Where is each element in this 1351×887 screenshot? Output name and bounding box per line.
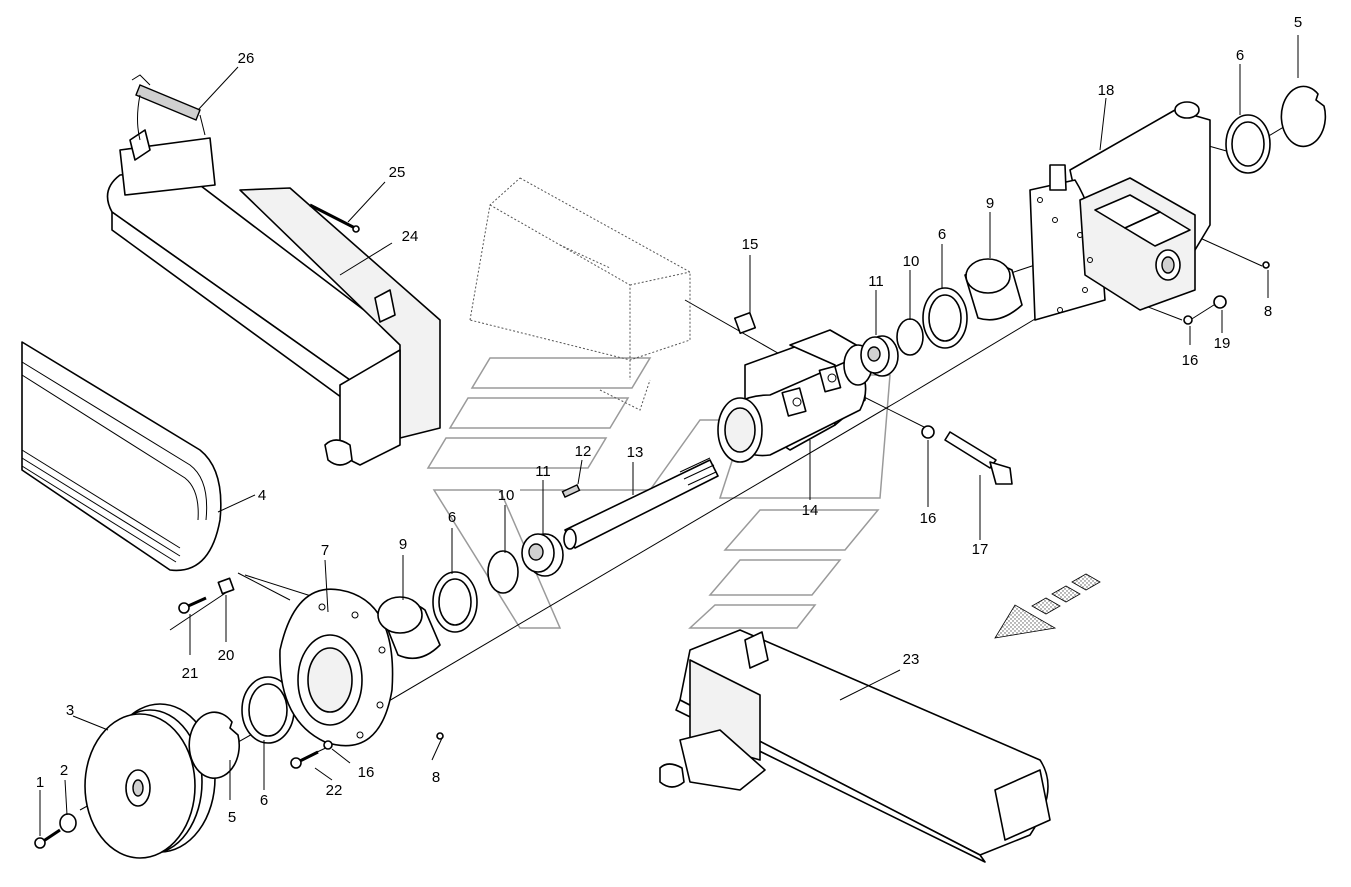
label-part-4: 4 [258,487,266,504]
machine-frame-ghost [469,177,691,411]
label-part-21: 21 [182,665,199,682]
label-part-16-lower: 16 [358,764,375,781]
circlip-top [1280,85,1327,148]
label-part-2: 2 [60,762,68,779]
upper-guard [106,129,441,466]
label-part-6-top: 6 [1236,47,1244,64]
label-part-10-upper: 10 [903,253,920,270]
label-part-6-middle: 6 [448,509,456,526]
label-part-20: 20 [218,647,235,664]
seal-ring-upper [922,287,968,349]
label-part-1: 1 [36,774,44,791]
label-part-22: 22 [326,782,343,799]
leader-lines [39,35,1299,836]
label-part-13: 13 [627,444,644,461]
tension-spring [131,74,206,141]
label-part-26: 26 [238,50,255,67]
label-part-6-upper: 6 [938,226,946,243]
bearing-flange [279,588,394,747]
housing-bushing [733,311,757,335]
drive-shaft [563,457,719,550]
direction-arrow-icon [994,573,1101,639]
guard-bolt [309,203,360,233]
ball-bearing-right [860,335,899,377]
circlip-left [188,711,241,779]
label-part-7: 7 [321,542,329,559]
label-part-23: 23 [903,651,920,668]
ball-bearing-left [521,533,564,577]
seal-ring-top [1225,114,1271,174]
label-part-17: 17 [972,541,989,558]
label-part-25: 25 [389,164,406,181]
label-part-16-right: 16 [1182,352,1199,369]
lock-washer-lower [323,740,333,750]
flange-bolt-lower [290,750,319,769]
label-part-9-lower: 9 [399,536,407,553]
part-number-labels: 26 25 24 4 3 1 2 5 6 7 20 21 22 16 8 9 6… [36,14,1302,826]
label-part-14: 14 [802,502,819,519]
lock-washer-middle [921,425,935,439]
label-part-15: 15 [742,236,759,253]
grease-nipple-lower [436,732,444,740]
label-part-19: 19 [1214,335,1231,352]
gearbox-housing [1029,101,1211,321]
spacer-bushing [217,577,235,595]
lock-washer-right [1183,315,1193,325]
shaft-key [561,483,581,499]
retaining-ring-left [487,550,519,594]
seal-ring-middle [432,571,478,633]
bearing-housing [717,329,873,463]
label-part-11-upper: 11 [868,273,884,290]
lower-guard [659,629,1051,863]
housing-bolt [944,431,1013,485]
nut-right [1213,295,1227,309]
bearing-sleeve-right [964,258,1023,321]
pulley-washer [59,813,77,833]
label-part-12: 12 [575,443,592,460]
grease-nipple-right [1262,261,1270,269]
pulley-bolt [34,828,61,849]
label-part-3: 3 [66,702,74,719]
seal-ring-lower [241,676,295,744]
flange-bolt [178,596,207,614]
label-part-5-top: 5 [1294,14,1302,31]
label-part-5-lower: 5 [228,809,236,826]
label-part-18: 18 [1098,82,1115,99]
label-part-9-upper: 9 [986,195,994,212]
label-part-10-lower: 10 [498,487,515,504]
drive-belt [21,341,222,572]
label-part-24: 24 [402,228,419,245]
bearing-sleeve-left [377,596,441,660]
label-part-11-lower: 11 [535,463,551,480]
label-part-8-right: 8 [1264,303,1272,320]
label-part-16-middle: 16 [920,510,937,527]
label-part-6-lower: 6 [260,792,268,809]
label-part-8-lower: 8 [432,769,440,786]
retaining-ring-right [896,318,924,356]
